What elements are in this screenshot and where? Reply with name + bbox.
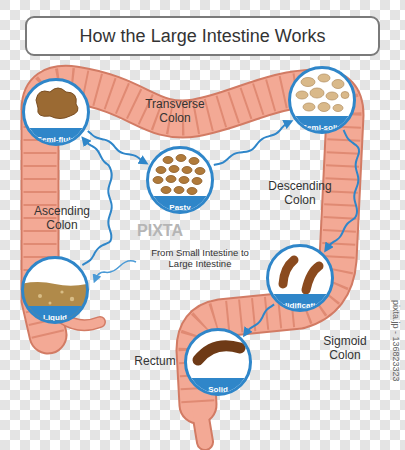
stage-label: Pasty — [169, 203, 190, 212]
watermark: pixta.jp - 136823323 — [391, 300, 401, 382]
region-label: Descending Colon — [263, 180, 337, 208]
region-label: Sigmoid Colon — [315, 335, 375, 363]
stage-circle: Semi-fluid — [22, 78, 90, 146]
solid-stool — [198, 346, 240, 360]
semi-solid-stool — [296, 74, 349, 112]
stage-circle: Solid — [184, 328, 252, 396]
title: How the Large Intestine Works — [80, 26, 326, 47]
title-box: How the Large Intestine Works — [25, 16, 380, 56]
pasty-stool — [153, 155, 205, 195]
flow-arrow — [88, 131, 145, 163]
semi-fluid-stool — [36, 88, 78, 119]
stage-circle: Liquid — [21, 256, 89, 324]
region-label: From Small Intestine to Large Intestine — [140, 248, 260, 270]
stage-circle: Semi-solid — [288, 66, 356, 134]
stage-label: Solid — [208, 385, 228, 394]
circle-band: Solid — [187, 378, 249, 393]
watermark: PIXTA — [130, 222, 190, 240]
flow-arrow — [214, 122, 290, 165]
circle-band: Pasty — [149, 196, 211, 211]
circle-band: Liquid — [24, 306, 86, 321]
circle-band: Semi-solid — [291, 116, 353, 131]
inflow-arrow — [95, 261, 136, 280]
stage-circle: Solidification — [266, 244, 334, 312]
solidifying-stool — [283, 260, 319, 290]
flow-arrow — [82, 139, 111, 265]
stage-label: Semi-fluid — [37, 135, 76, 144]
stage-circle: Pasty — [146, 146, 214, 214]
circle-grounds — [23, 68, 354, 394]
stage-label: Solidification — [275, 301, 325, 310]
region-label: Ascending Colon — [27, 205, 97, 233]
region-label: Transverse Colon — [135, 98, 215, 126]
stage-label: Semi-solid — [302, 123, 342, 132]
region-label: Rectum — [127, 355, 183, 369]
stage-label: Liquid — [43, 313, 67, 322]
circle-band: Solidification — [269, 294, 331, 309]
circle-band: Semi-fluid — [25, 128, 87, 143]
